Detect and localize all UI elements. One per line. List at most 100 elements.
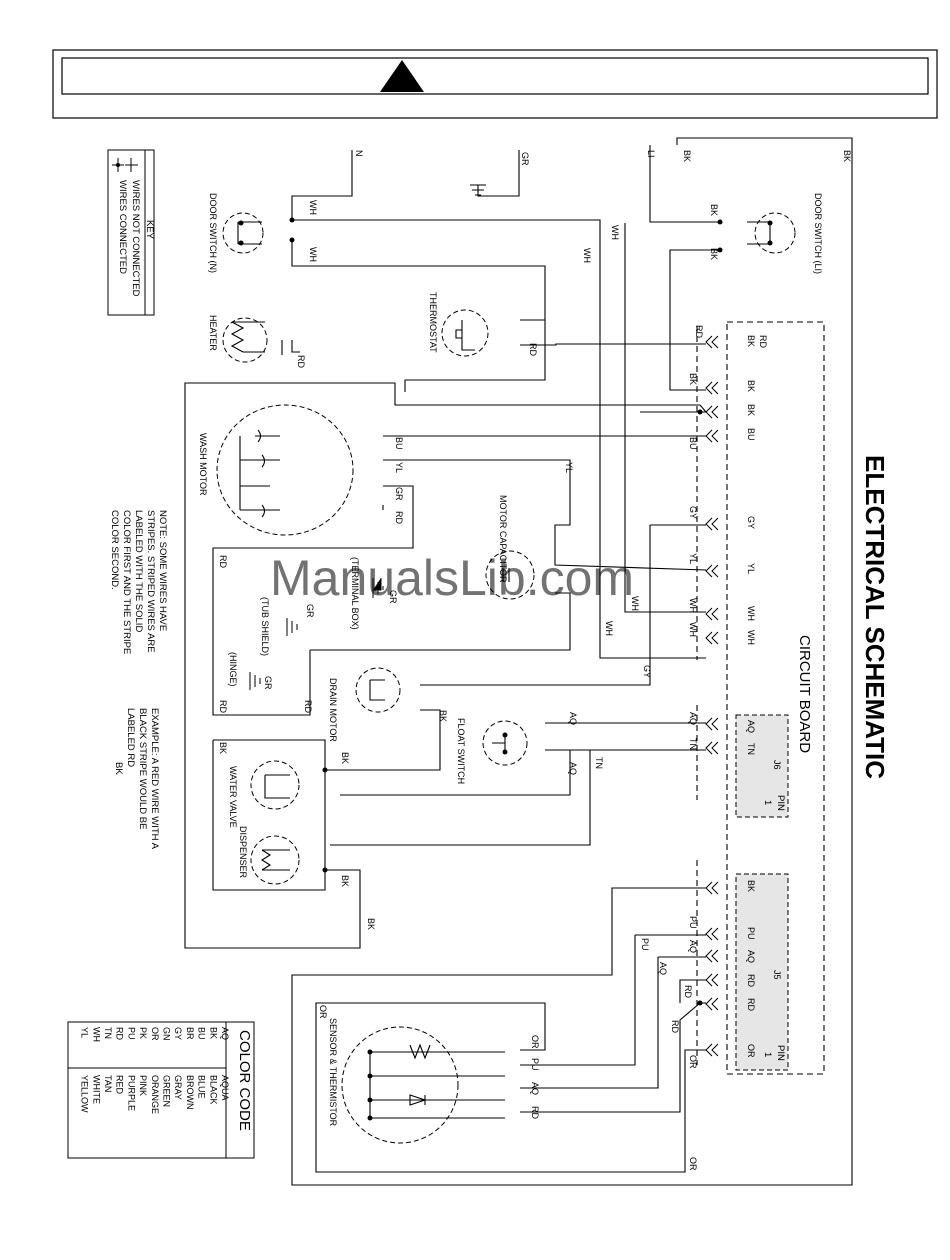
wire-label: AQ bbox=[688, 712, 698, 725]
color-code-abbr: OR bbox=[150, 1027, 160, 1041]
wire-label: BK bbox=[709, 204, 719, 216]
wire-label: RD bbox=[530, 1106, 540, 1119]
wire-label: WH bbox=[582, 248, 592, 263]
wire-label: RD bbox=[683, 985, 693, 998]
wire-label: AQ bbox=[530, 1082, 540, 1095]
wire-label: RD bbox=[303, 700, 313, 713]
connector-j5 bbox=[735, 873, 789, 1071]
wire-label: RD bbox=[394, 511, 404, 524]
color-code-name: AQUA bbox=[220, 1075, 230, 1101]
wire-label: WH bbox=[630, 596, 640, 611]
color-code-abbr: TN bbox=[103, 1027, 113, 1039]
j6-pin-number: 1 bbox=[762, 800, 773, 805]
junction-dots bbox=[238, 217, 773, 1121]
wire-label: YL bbox=[564, 462, 574, 473]
ground-icons bbox=[249, 578, 384, 690]
wire-label: WH bbox=[610, 225, 620, 240]
wire-label: BK bbox=[340, 752, 350, 764]
pin-label: OR bbox=[746, 1044, 756, 1058]
color-code-name: GREEN bbox=[162, 1075, 172, 1107]
float-switch-label: FLOAT SWITCH bbox=[456, 718, 466, 784]
color-code-name: WHITE bbox=[91, 1075, 101, 1104]
motor-capacitor-label: MOTOR CAPACITOR bbox=[498, 495, 508, 583]
j6-label: J6 bbox=[772, 760, 782, 770]
circuit-board-box bbox=[726, 321, 825, 1075]
wire-label: OR bbox=[688, 1055, 698, 1069]
wire-label: BK bbox=[682, 150, 692, 162]
color-code-name: ORANGE bbox=[150, 1075, 160, 1114]
wire-label: BK bbox=[709, 248, 719, 260]
wire-label: GR bbox=[394, 487, 404, 501]
wire-label: AQ bbox=[568, 762, 578, 775]
color-code-name: PINK bbox=[138, 1075, 148, 1096]
color-code-name: BLACK bbox=[208, 1075, 218, 1105]
pin-label: AQ bbox=[746, 950, 756, 963]
wash-motor-label: WASH MOTOR bbox=[198, 433, 208, 496]
pin-label: BK bbox=[746, 335, 756, 347]
wire-label: BK bbox=[340, 875, 350, 887]
j6-pins: AQ TN bbox=[746, 720, 756, 755]
wire-label: BK bbox=[842, 150, 852, 162]
wire-label: AQ bbox=[568, 712, 578, 725]
sensor-thermistor-label: SENSOR & THERMISTOR bbox=[328, 1018, 338, 1127]
wire-label: WH bbox=[688, 622, 698, 637]
key-box bbox=[107, 149, 155, 316]
wire-label: OR bbox=[530, 1035, 540, 1049]
j6-pin-label: PIN bbox=[775, 795, 786, 811]
pin-label: PU bbox=[746, 927, 756, 940]
wire-label: RD bbox=[694, 325, 704, 338]
color-code-name: GRAY bbox=[173, 1075, 183, 1100]
wire-label: GR bbox=[305, 604, 315, 618]
color-code-abbr: GY bbox=[173, 1027, 183, 1040]
wire-label: BU bbox=[394, 437, 404, 450]
j5-pins: BK PU AQ RD RD OR bbox=[746, 880, 756, 1058]
wire-label: AQ bbox=[688, 940, 698, 953]
pin-label: RD bbox=[758, 335, 768, 348]
pin-label: TN bbox=[746, 743, 756, 755]
example-line: EXAMPLE: A RED WIRE WITH A bbox=[149, 708, 160, 850]
wiring bbox=[184, 137, 853, 1186]
pin-label: BK bbox=[746, 880, 756, 892]
wire-label: BK bbox=[366, 918, 376, 930]
wire-label: GY bbox=[688, 506, 698, 519]
component-circles bbox=[216, 212, 796, 1144]
hinge-label: (HINGE) bbox=[228, 652, 238, 687]
door-switch-n-label: DOOR SWITCH (N) bbox=[208, 193, 218, 273]
wire-label: BK bbox=[688, 373, 698, 385]
wire-label: BK bbox=[218, 742, 228, 754]
pin-label: BK bbox=[746, 404, 756, 416]
drain-motor-label: DRAIN MOTOR bbox=[328, 678, 338, 742]
color-code-abbr: RD bbox=[115, 1027, 125, 1040]
warning-frame bbox=[52, 49, 938, 119]
pin-label: GY bbox=[746, 516, 756, 529]
wire-label: PU bbox=[688, 916, 698, 929]
warning-triangle-icon bbox=[380, 60, 424, 92]
note-line: LABELED WITH THE SOLID bbox=[133, 510, 144, 632]
key-connected: WIRES CONNECTED bbox=[117, 180, 128, 274]
pin-label: WH bbox=[746, 630, 756, 645]
note-line: COLOR SECOND. bbox=[109, 510, 120, 590]
note-line: NOTE: SOME WIRES HAVE bbox=[157, 510, 168, 631]
color-code-name: PURPLE bbox=[126, 1075, 136, 1111]
wire-label: GY bbox=[642, 665, 652, 678]
color-code-abbr: YL bbox=[80, 1027, 90, 1038]
dispenser-label: DISPENSER bbox=[238, 826, 248, 879]
wire-label: WH bbox=[308, 247, 318, 262]
note-line: STRIPES. STRIPED WIRES ARE bbox=[145, 510, 156, 653]
color-code-abbr: AQ bbox=[220, 1027, 230, 1040]
key-symbol-icons bbox=[112, 158, 138, 172]
heater-label: HEATER bbox=[208, 315, 218, 351]
water-valve-label: WATER VALVE bbox=[228, 766, 238, 828]
wire-label: OR bbox=[318, 1005, 328, 1019]
wire-label: YL bbox=[688, 553, 698, 564]
board-connector-arrows bbox=[705, 335, 719, 1057]
warning-bar bbox=[61, 57, 929, 95]
color-code-abbr: PK bbox=[138, 1027, 148, 1039]
wire-label: RD bbox=[218, 555, 228, 568]
color-code-abbr: BK bbox=[208, 1027, 218, 1039]
color-code-abbr: PU bbox=[126, 1027, 136, 1040]
thermostat-label: THERMOSTAT bbox=[428, 292, 438, 353]
note-line: COLOR FIRST AND THE STRIPE bbox=[121, 510, 132, 654]
example-block: EXAMPLE: A RED WIRE WITH A BLACK STRIPE … bbox=[113, 708, 160, 850]
